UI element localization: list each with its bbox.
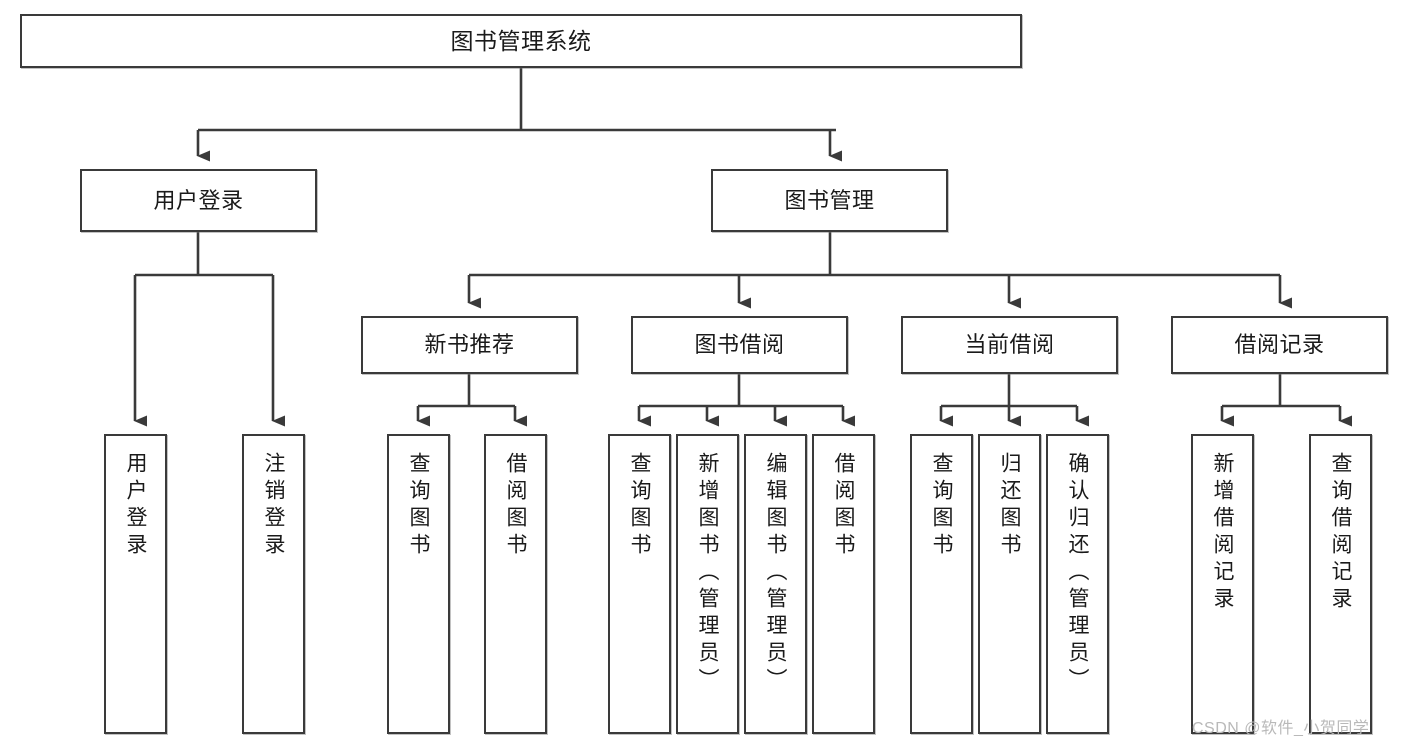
node-label: 查询图书 [930,452,953,560]
node-label: 用户登录 [124,452,147,560]
node-leaf-edit-book[interactable]: 编辑图书（管理员） [744,434,807,734]
node-label: 图书借阅 [694,332,785,358]
node-label: 借阅记录 [1234,332,1325,358]
node-root-book-management-system[interactable]: 图书管理系统 [20,14,1022,68]
csdn-watermark: CSDN @软件_小贺同学 [1192,720,1370,737]
node-label: 注销登录 [262,452,285,560]
node-label: 查询图书 [407,452,430,560]
node-new-book-recommend[interactable]: 新书推荐 [361,316,578,374]
node-label: 借阅图书 [832,452,855,560]
node-label: 查询借阅记录 [1329,452,1352,614]
node-label: 图书管理 [784,187,875,213]
node-leaf-logout-login[interactable]: 注销登录 [242,434,305,734]
node-book-management[interactable]: 图书管理 [711,169,948,232]
node-label: 用户登录 [153,187,244,213]
node-borrow-record[interactable]: 借阅记录 [1171,316,1388,374]
node-leaf-query-book-current[interactable]: 查询图书 [910,434,973,734]
node-label: 查询图书 [628,452,651,560]
node-leaf-borrow-book-recommend[interactable]: 借阅图书 [484,434,547,734]
node-leaf-borrow-book[interactable]: 借阅图书 [812,434,875,734]
node-label: 归还图书 [998,452,1021,560]
node-leaf-confirm-return[interactable]: 确认归还（管理员） [1046,434,1109,734]
node-label: 新增借阅记录 [1211,452,1234,614]
node-user-login[interactable]: 用户登录 [80,169,317,232]
node-leaf-query-book-borrow[interactable]: 查询图书 [608,434,671,734]
node-leaf-user-login[interactable]: 用户登录 [104,434,167,734]
node-leaf-query-book-recommend[interactable]: 查询图书 [387,434,450,734]
node-leaf-query-borrow-record[interactable]: 查询借阅记录 [1309,434,1372,734]
node-label: 借阅图书 [504,452,527,560]
node-leaf-return-book[interactable]: 归还图书 [978,434,1041,734]
node-leaf-add-book[interactable]: 新增图书（管理员） [676,434,739,734]
node-label: 编辑图书（管理员） [764,452,787,695]
node-label: 新增图书（管理员） [696,452,719,695]
node-leaf-add-borrow-record[interactable]: 新增借阅记录 [1191,434,1254,734]
node-label: 图书管理系统 [450,27,592,54]
node-label: 确认归还（管理员） [1066,452,1089,695]
node-label: 当前借阅 [964,332,1055,358]
node-book-borrow[interactable]: 图书借阅 [631,316,848,374]
node-label: 新书推荐 [424,332,515,358]
node-current-borrow[interactable]: 当前借阅 [901,316,1118,374]
